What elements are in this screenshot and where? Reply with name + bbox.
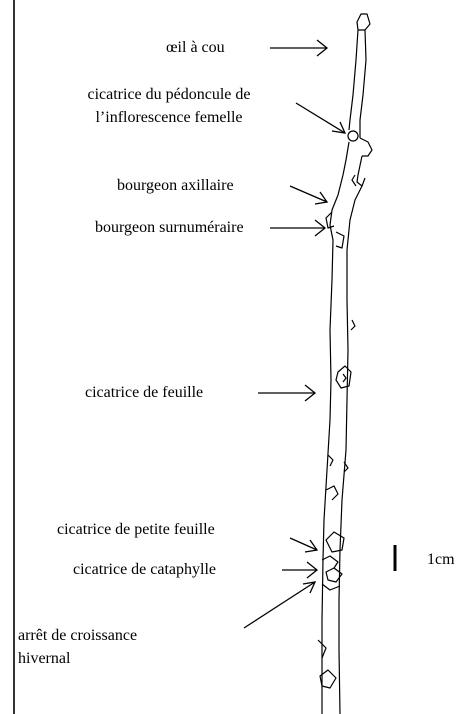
label-axillary-bud: bourgeon axillaire xyxy=(117,176,234,195)
arrow-oeil-a-cou xyxy=(270,40,327,56)
label-oeil-a-cou: œil à cou xyxy=(166,38,225,57)
label-leaf-scar: cicatrice de feuille xyxy=(85,383,203,402)
label-supernumerary-bud: bourgeon surnuméraire xyxy=(95,218,244,237)
arrow-axillary-bud xyxy=(290,186,327,204)
shoot-stem xyxy=(318,14,372,714)
label-cataphyll-scar: cicatrice de cataphylle xyxy=(73,560,216,579)
axillary-bud-shape xyxy=(357,156,365,186)
arrow-small-leaf-scar xyxy=(290,538,317,552)
arrow-winter-growth-stop xyxy=(244,582,315,628)
small-leaf-scar-shape xyxy=(326,532,344,552)
label-small-leaf-scar: cicatrice de petite feuille xyxy=(57,520,215,539)
label-inflorescence-scar-line1: cicatrice du pédoncule de xyxy=(54,85,284,104)
arrow-cataphyll-scar xyxy=(282,562,317,578)
leaf-scar-shape xyxy=(336,366,351,388)
label-winter-growth-stop-line1: arrêt de croissance xyxy=(18,626,137,645)
apical-bud-shape xyxy=(357,14,370,30)
inflorescence-scar-shape xyxy=(348,131,358,141)
scale-bar-label: 1cm xyxy=(427,550,455,569)
arrow-leaf-scar xyxy=(258,385,315,401)
arrow-inflorescence-scar xyxy=(296,103,345,133)
arrow-supernumerary-bud xyxy=(270,220,325,236)
label-inflorescence-scar-line2: l’inflorescence femelle xyxy=(54,108,284,127)
label-winter-growth-stop-line2: hivernal xyxy=(18,649,70,668)
